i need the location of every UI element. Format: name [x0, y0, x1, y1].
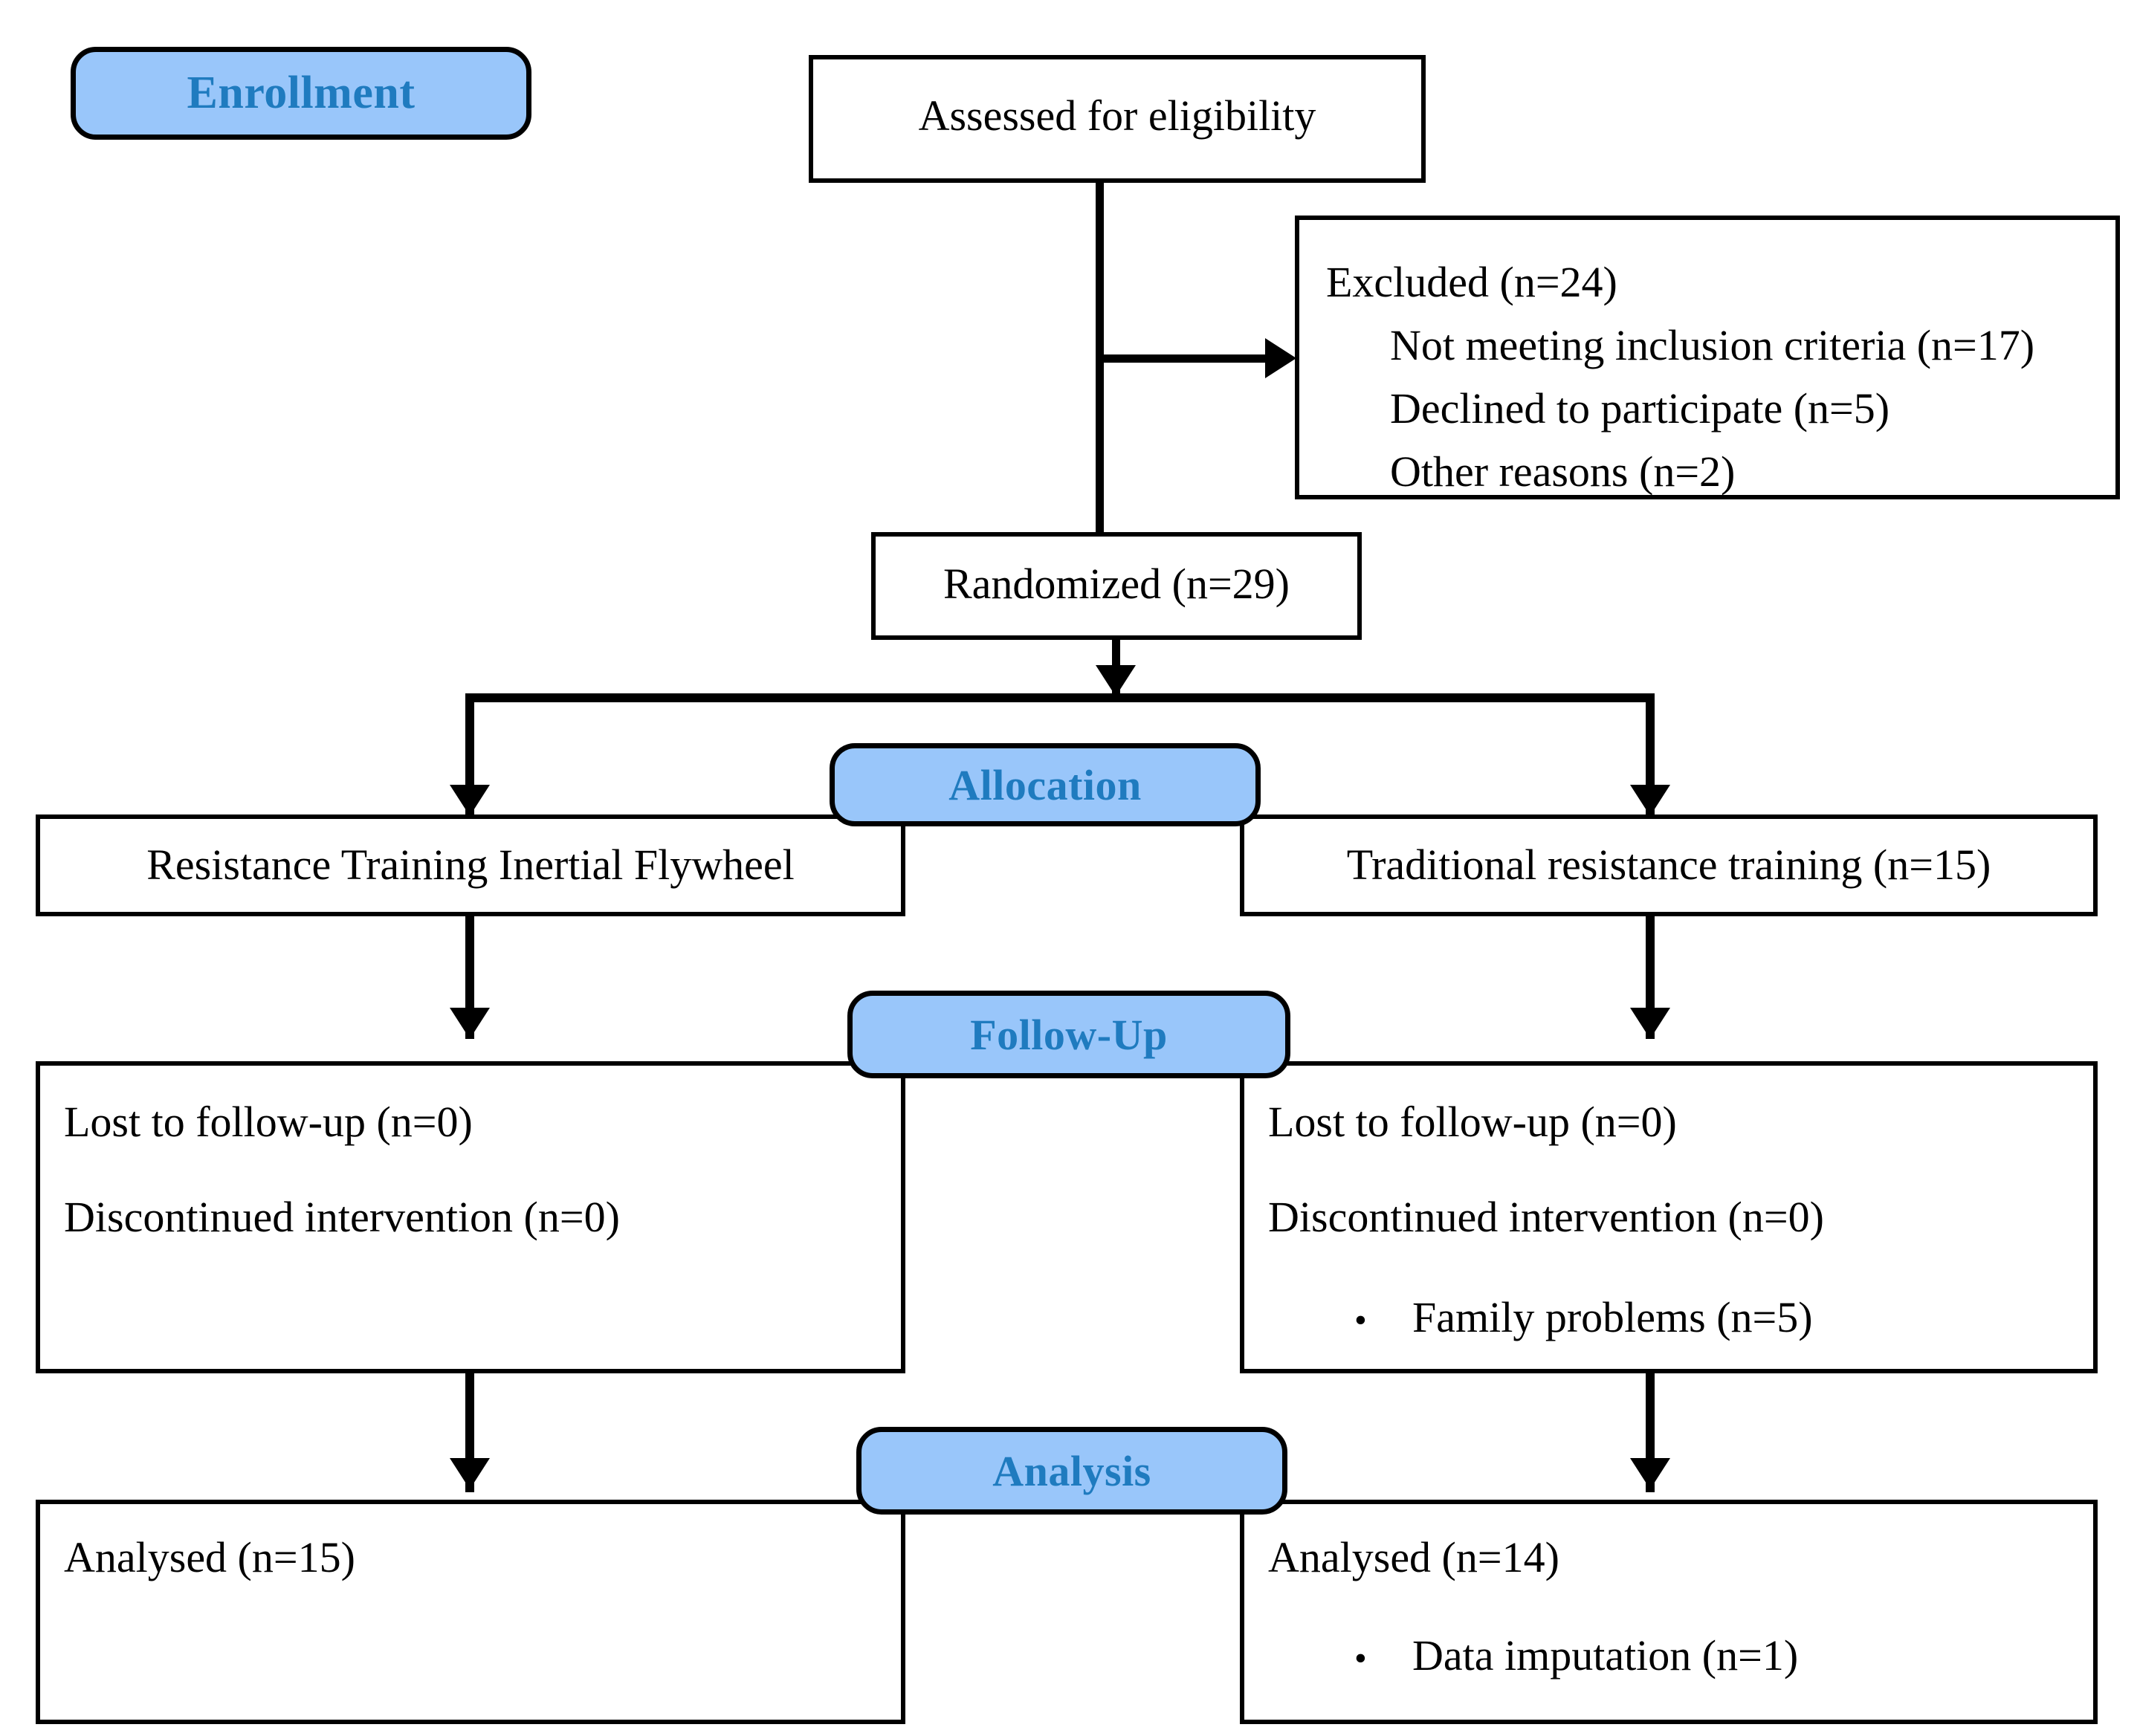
- randomized-line-1: Randomized (n=29): [943, 560, 1290, 608]
- stage-badge-enrollment: Enrollment: [71, 47, 531, 140]
- followup-right-line-1: Lost to follow-up (n=0): [1268, 1098, 1677, 1146]
- analysis-right-line-1: Analysed (n=14): [1268, 1533, 1559, 1581]
- arrow-split-to-alloc-left: [450, 785, 490, 816]
- stage-badge-follow-up-label: Follow-Up: [970, 1010, 1168, 1059]
- followup-right-bullet-item: • Family problems (n=5): [1354, 1291, 1813, 1345]
- arrow-followup-right-to-analysis: [1630, 1458, 1670, 1489]
- arrow-followup-left-to-analysis: [450, 1458, 490, 1489]
- arrow-split-to-alloc-right: [1630, 785, 1670, 816]
- stage-badge-allocation: Allocation: [830, 743, 1261, 826]
- box-followup-right: Lost to follow-up (n=0) Discontinued int…: [1240, 1061, 2098, 1373]
- stage-badge-analysis-label: Analysis: [992, 1446, 1151, 1495]
- assessed-line-1: Assessed for eligibility: [918, 91, 1316, 140]
- alloc-right-line-1: Traditional resistance training (n=15): [1346, 841, 1991, 889]
- stage-badge-enrollment-label: Enrollment: [187, 68, 416, 118]
- bullet-icon: •: [1354, 1301, 1367, 1340]
- box-excluded: Excluded (n=24) Not meeting inclusion cr…: [1295, 216, 2120, 499]
- arrow-alloc-left-to-followup: [450, 1008, 490, 1039]
- box-randomized: Randomized (n=29): [871, 532, 1362, 640]
- arrow-to-excluded: [1265, 338, 1296, 378]
- followup-right-line-2: Discontinued intervention (n=0): [1268, 1193, 1824, 1241]
- stage-badge-analysis: Analysis: [856, 1427, 1287, 1515]
- arrow-randomized-to-split: [1096, 665, 1136, 696]
- box-assessed-for-eligibility: Assessed for eligibility: [809, 55, 1426, 183]
- excluded-line-1: Excluded (n=24): [1326, 258, 1617, 306]
- stage-badge-allocation-label: Allocation: [948, 760, 1142, 809]
- box-analysis-right: Analysed (n=14) • Data imputation (n=1): [1240, 1500, 2098, 1724]
- box-followup-left: Lost to follow-up (n=0) Discontinued int…: [36, 1061, 905, 1373]
- connector-to-excluded: [1096, 354, 1267, 363]
- excluded-line-2: Not meeting inclusion criteria (n=17): [1390, 321, 2035, 369]
- excluded-line-3: Declined to participate (n=5): [1390, 384, 1890, 433]
- analysis-left-line-1: Analysed (n=15): [64, 1533, 355, 1581]
- analysis-right-bullet-item: • Data imputation (n=1): [1354, 1629, 1798, 1683]
- analysis-right-bullet-label: Data imputation (n=1): [1412, 1631, 1799, 1680]
- excluded-line-4: Other reasons (n=2): [1390, 447, 1736, 496]
- stage-badge-follow-up: Follow-Up: [847, 991, 1290, 1078]
- followup-right-bullet-label: Family problems (n=5): [1412, 1293, 1813, 1341]
- box-allocation-right: Traditional resistance training (n=15): [1240, 814, 2098, 916]
- box-allocation-left: Resistance Training Inertial Flywheel: [36, 814, 905, 916]
- arrow-alloc-right-to-followup: [1630, 1008, 1670, 1039]
- bullet-icon: •: [1354, 1639, 1367, 1678]
- box-analysis-left: Analysed (n=15): [36, 1500, 905, 1724]
- followup-left-line-2: Discontinued intervention (n=0): [64, 1193, 620, 1241]
- connector-allocation-split-bar: [465, 693, 1655, 702]
- followup-left-line-1: Lost to follow-up (n=0): [64, 1098, 473, 1146]
- alloc-left-line-1: Resistance Training Inertial Flywheel: [146, 841, 795, 889]
